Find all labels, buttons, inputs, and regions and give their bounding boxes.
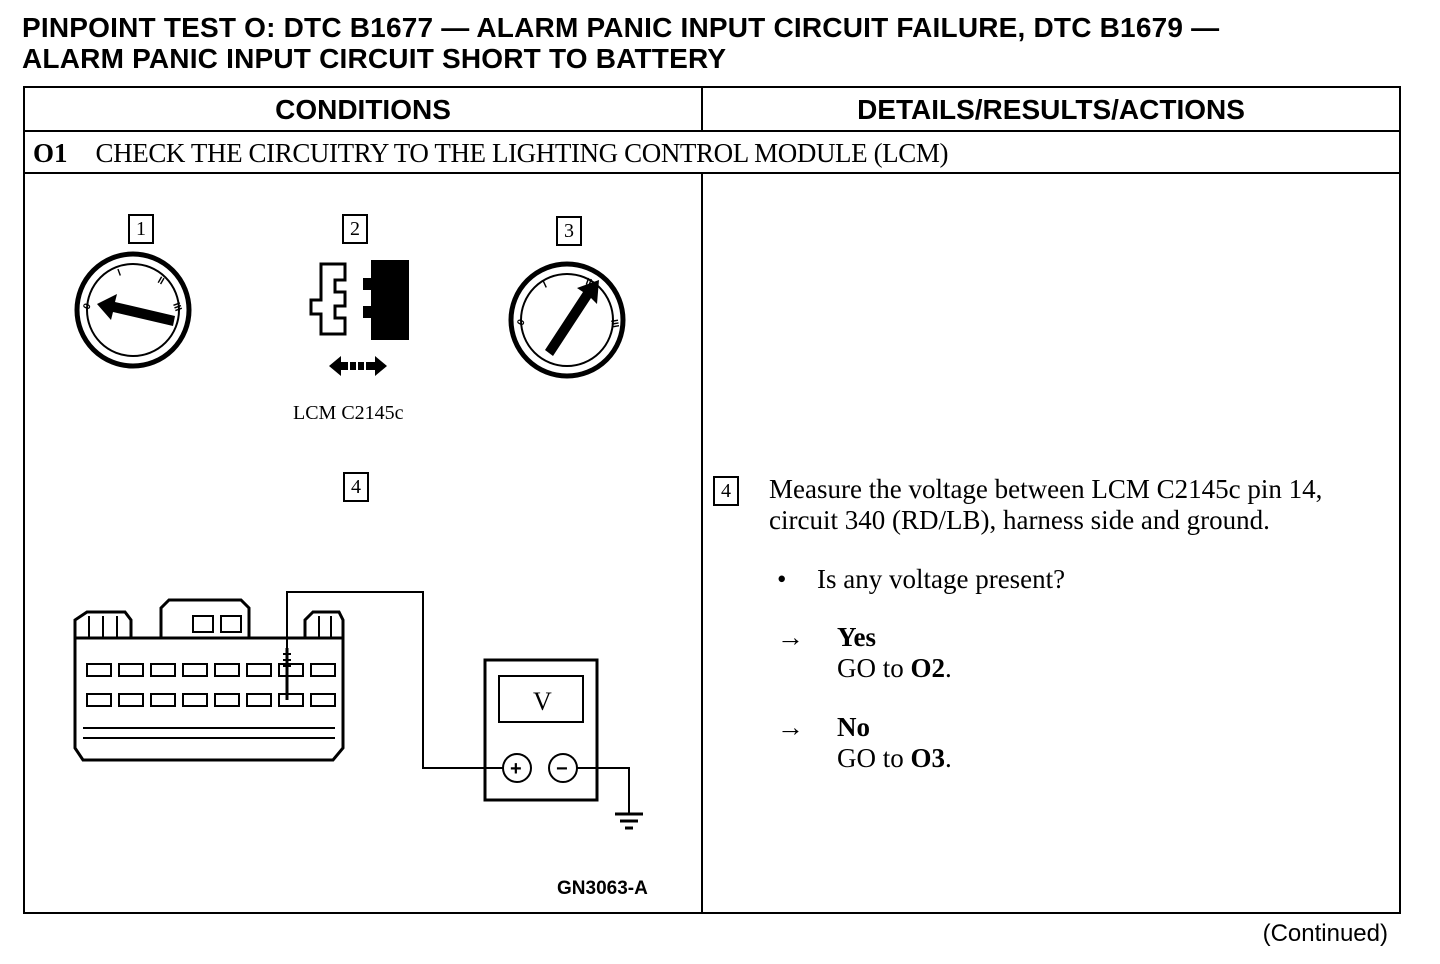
switch-mark-3: III bbox=[608, 319, 620, 329]
header-rule bbox=[25, 130, 1399, 132]
yes-go-target[interactable]: O2 bbox=[910, 653, 946, 683]
header-divider bbox=[701, 88, 703, 130]
pinpoint-test-table: CONDITIONS DETAILS/RESULTS/ACTIONS O1 CHE… bbox=[23, 86, 1401, 914]
connector-disconnect-icon bbox=[309, 260, 409, 376]
voltmeter-test-diagram: V + − bbox=[73, 591, 643, 830]
callout-1: 1 bbox=[128, 214, 154, 244]
title-line-2: ALARM PANIC INPUT CIRCUIT SHORT TO BATTE… bbox=[22, 43, 727, 74]
column-header-details: DETAILS/RESULTS/ACTIONS bbox=[857, 94, 1245, 125]
switch-mark-1: I bbox=[542, 279, 549, 290]
no-go-prefix: GO to bbox=[837, 743, 911, 773]
instruction-line-1: Measure the voltage between LCM C2145c p… bbox=[769, 474, 1323, 504]
meter-unit: V bbox=[533, 687, 552, 716]
instruction-text: Measure the voltage between LCM C2145c p… bbox=[769, 474, 1322, 536]
bullet: • bbox=[777, 564, 787, 594]
yes-action: GO to O2. bbox=[837, 653, 952, 684]
arrow-yes: → bbox=[777, 622, 804, 652]
result-yes: Yes GO to O2. bbox=[837, 622, 952, 684]
step-heading: O1 CHECK THE CIRCUITRY TO THE LIGHTING CO… bbox=[33, 134, 948, 172]
connector-label: LCM C2145c bbox=[293, 402, 404, 424]
question-text: Is any voltage present? bbox=[817, 564, 1066, 594]
body-divider bbox=[701, 172, 703, 914]
details-callout-4: 4 bbox=[713, 476, 739, 506]
ignition-switch-run-icon: 0 I II III bbox=[508, 261, 626, 379]
figure-id: GN3063-A bbox=[557, 878, 648, 899]
yes-go-prefix: GO to bbox=[837, 653, 911, 683]
meter-minus: − bbox=[556, 758, 568, 780]
arrow-no: → bbox=[777, 712, 804, 742]
switch-mark-2: II bbox=[156, 275, 167, 287]
ignition-switch-off-icon: 0 I II III bbox=[74, 251, 192, 369]
title-line-1: PINPOINT TEST O: DTC B1677 — ALARM PANIC… bbox=[22, 12, 1220, 43]
no-label: No bbox=[837, 712, 870, 742]
step-number: O1 bbox=[33, 138, 68, 168]
no-action: GO to O3. bbox=[837, 743, 952, 774]
callout-3: 3 bbox=[556, 216, 582, 246]
yes-label: Yes bbox=[837, 622, 876, 652]
continued-note: (Continued) bbox=[1262, 920, 1388, 947]
instruction-line-2: circuit 340 (RD/LB), harness side and gr… bbox=[769, 505, 1270, 535]
callout-4: 4 bbox=[343, 472, 369, 502]
column-header-conditions: CONDITIONS bbox=[275, 94, 451, 125]
switch-mark-3: III bbox=[170, 301, 183, 313]
switch-mark-2: II bbox=[584, 276, 593, 288]
no-go-target[interactable]: O3 bbox=[910, 743, 946, 773]
page-title: PINPOINT TEST O: DTC B1677 — ALARM PANIC… bbox=[22, 12, 1422, 74]
meter-plus: + bbox=[510, 758, 522, 780]
step-heading-text: CHECK THE CIRCUITRY TO THE LIGHTING CONT… bbox=[95, 138, 949, 168]
step-rule bbox=[25, 172, 1399, 174]
result-no: No GO to O3. bbox=[837, 712, 952, 774]
no-period: . bbox=[945, 743, 952, 773]
yes-period: . bbox=[945, 653, 952, 683]
switch-mark-0: 0 bbox=[515, 318, 527, 327]
switch-mark-1: I bbox=[116, 267, 123, 278]
callout-2: 2 bbox=[342, 214, 368, 244]
switch-mark-0: 0 bbox=[81, 302, 93, 311]
